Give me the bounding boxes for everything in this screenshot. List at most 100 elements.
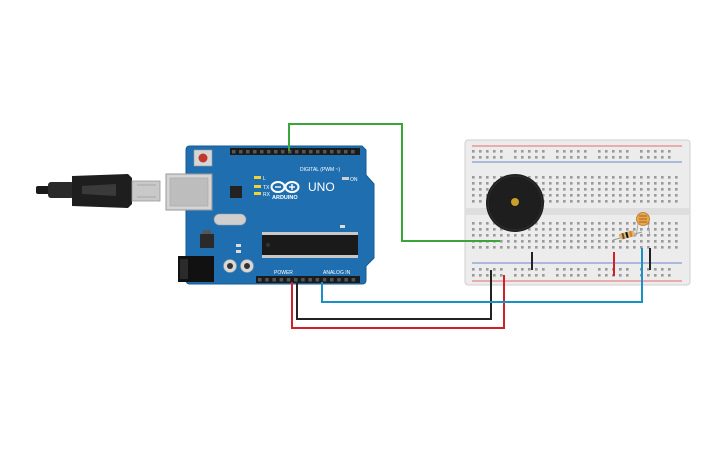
breadboard-hole [633,240,636,243]
breadboard-hole [563,246,566,249]
usb-cable[interactable] [36,174,161,208]
breadboard-hole [500,240,503,243]
breadboard-hole [472,268,475,271]
breadboard-hole [675,246,678,249]
breadboard-hole [556,268,559,271]
breadboard-hole [647,200,650,203]
breadboard-hole [563,182,566,185]
breadboard-hole [619,274,622,277]
breadboard-hole [514,274,517,277]
breadboard-hole [647,194,650,197]
header-pin-hole [301,278,305,282]
led-rx [254,192,261,195]
header-pin-hole [322,278,327,282]
breadboard-hole [563,156,566,159]
breadboard-hole [612,200,615,203]
breadboard-hole [521,234,524,237]
breadboard-hole [535,222,538,225]
header-pin-hole [344,278,348,282]
breadboard-hole [472,194,475,197]
label-l: L [263,176,266,182]
photoresistor[interactable] [635,212,651,237]
breadboard-hole [549,240,552,243]
breadboard-hole [668,156,671,159]
power-analog-header[interactable] [256,276,360,283]
breadboard-hole [612,182,615,185]
wire-green[interactable] [288,123,500,242]
breadboard-hole [535,240,538,243]
header-pin-hole [253,150,257,154]
breadboard-hole [612,228,615,231]
breadboard-hole [598,246,601,249]
breadboard-hole [633,222,636,225]
breadboard-hole [472,246,475,249]
wire-blue[interactable] [321,262,643,303]
breadboard-hole [556,188,559,191]
breadboard-hole [486,156,489,159]
breadboard-hole [479,234,482,237]
breadboard-hole [556,156,559,159]
breadboard-hole [486,274,489,277]
header-pin-hole [288,150,292,154]
breadboard-hole [542,268,545,271]
breadboard-hole [542,150,545,153]
breadboard-hole [598,176,601,179]
breadboard-hole [486,228,489,231]
breadboard-hole [556,240,559,243]
piezo-buzzer[interactable] [486,174,544,232]
usb-cable-strain [48,182,74,198]
breadboard-hole [486,222,489,225]
breadboard-hole [668,182,671,185]
breadboard-hole [528,156,531,159]
crystal [213,213,247,226]
breadboard-hole [528,150,531,153]
breadboard-hole [528,176,531,179]
breadboard-hole [661,228,664,231]
breadboard-hole [549,200,552,203]
breadboard-hole [668,274,671,277]
breadboard-hole [654,268,657,271]
breadboard-hole [479,194,482,197]
breadboard-hole [479,182,482,185]
breadboard-hole [647,274,650,277]
breadboard-hole [591,240,594,243]
breadboard-hole [626,240,629,243]
label-digital-pwm: DIGITAL (PWM ~) [300,167,340,173]
breadboard-hole [605,194,608,197]
breadboard-hole [500,234,503,237]
breadboard-hole [577,188,580,191]
breadboard-hole [598,228,601,231]
resistor[interactable] [612,230,643,241]
breadboard-hole [668,188,671,191]
breadboard-hole [654,228,657,231]
breadboard-hole [661,200,664,203]
header-pin-hole [308,278,312,282]
breadboard-hole [577,182,580,185]
breadboard-hole [647,182,650,185]
breadboard-hole [479,188,482,191]
breadboard-hole [563,188,566,191]
header-pin-hole [265,278,269,282]
breadboard-hole [556,246,559,249]
breadboard-hole [619,268,622,271]
breadboard-hole [675,182,678,185]
arduino-uno[interactable]: DIGITAL (PWM ~) POWER ANALOG IN ON TX RX… [165,145,375,285]
breadboard-hole [479,156,482,159]
breadboard-hole [661,274,664,277]
breadboard-hole [668,222,671,225]
breadboard-hole [640,228,643,231]
wire-black[interactable] [296,270,492,320]
breadboard-hole [591,176,594,179]
breadboard-hole [633,182,636,185]
breadboard-hole [472,200,475,203]
breadboard-hole [598,200,601,203]
header-pin-hole [260,150,264,154]
breadboard-hole [633,188,636,191]
breadboard-hole [647,268,650,271]
breadboard-hole [528,274,531,277]
breadboard-hole [549,188,552,191]
breadboard-hole [479,150,482,153]
breadboard-hole [619,194,622,197]
breadboard-hole [661,268,664,271]
breadboard-hole [479,176,482,179]
